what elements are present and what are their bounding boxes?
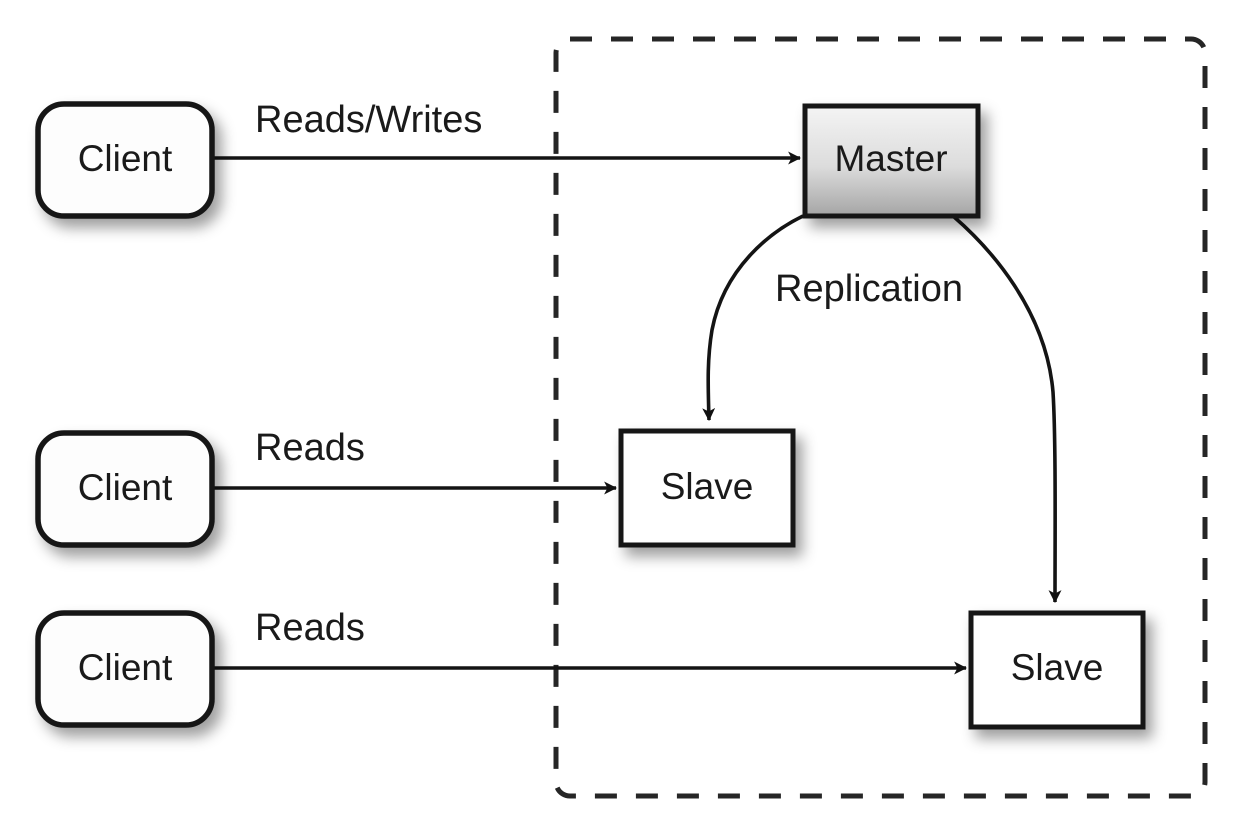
master-box[interactable] [802, 103, 981, 219]
edge-label-reads-writes: Reads/Writes [255, 99, 482, 141]
client-3-label: Client [78, 647, 173, 688]
edge-master-to-slave2-replication [951, 214, 1062, 604]
node-slave-1[interactable]: Slave [618, 428, 796, 548]
node-client-3[interactable]: Client [35, 610, 215, 728]
client-1-box[interactable] [35, 101, 215, 219]
node-master[interactable]: Master [802, 103, 981, 219]
edge-label-reads-slave2: Reads [255, 607, 365, 649]
master-label: Master [834, 138, 947, 179]
slave-1-box[interactable] [618, 428, 796, 548]
client-3-box[interactable] [35, 610, 215, 728]
node-client-2[interactable]: Client [35, 430, 215, 548]
slave-2-box[interactable] [968, 610, 1146, 730]
client-1-label: Client [78, 138, 173, 179]
edge-master-to-slave1-replication [702, 214, 804, 422]
node-client-1[interactable]: Client [35, 101, 215, 219]
client-2-label: Client [78, 467, 173, 508]
slave-1-label: Slave [661, 466, 754, 507]
node-slave-2[interactable]: Slave [968, 610, 1146, 730]
client-2-box[interactable] [35, 430, 215, 548]
slave-2-label: Slave [1011, 647, 1104, 688]
edge-label-reads-slave1: Reads [255, 427, 365, 469]
edge-label-replication: Replication [775, 268, 963, 310]
